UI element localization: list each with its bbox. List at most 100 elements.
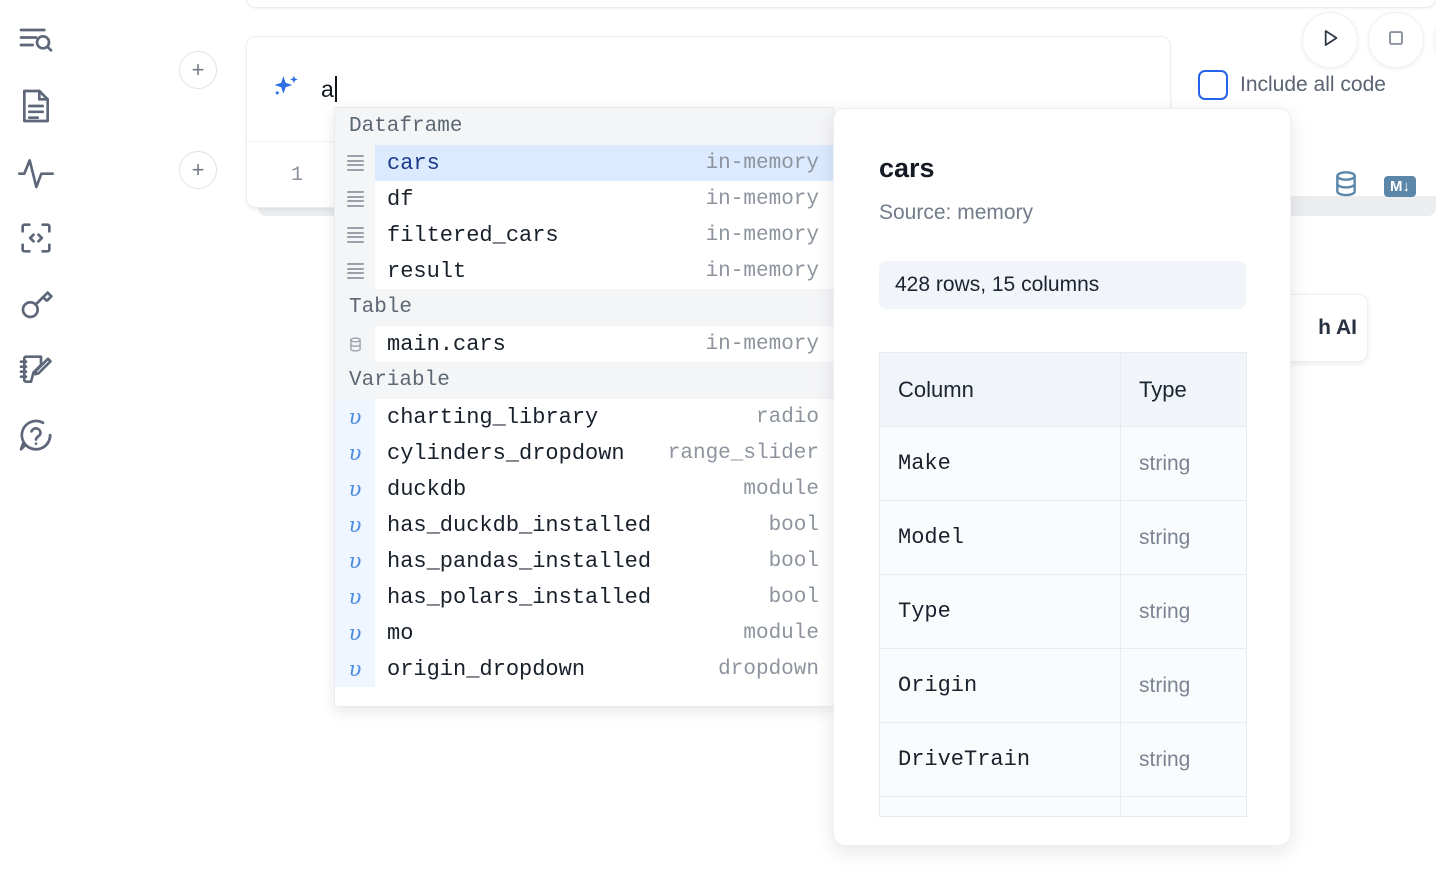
dataframe-icon xyxy=(335,253,375,289)
autocomplete-item-type: in-memory xyxy=(705,223,819,247)
autocomplete-item-main-cars[interactable]: main.cars in-memory xyxy=(335,326,833,362)
autocomplete-item-df[interactable]: df in-memory xyxy=(335,181,833,217)
line-number: 1 xyxy=(290,164,303,187)
sidebar-item-activity[interactable] xyxy=(12,148,60,196)
autocomplete-item-label: df xyxy=(387,186,414,212)
include-all-code-checkbox[interactable] xyxy=(1198,70,1228,100)
preview-title: cars xyxy=(879,153,935,183)
cell-column-name: Origin xyxy=(879,648,1121,723)
add-cell-below-button[interactable]: + xyxy=(179,151,217,189)
preview-source: Source: memory xyxy=(879,201,1034,224)
cell-column-name: DriveTrain xyxy=(879,722,1121,797)
sidebar-item-document[interactable] xyxy=(12,82,60,130)
autocomplete-item-has-pandas-installed[interactable]: υ has_pandas_installed bool xyxy=(335,543,833,579)
autocomplete-item-type: in-memory xyxy=(705,151,819,175)
ai-prompt-value: a xyxy=(321,75,334,102)
dataframe-icon xyxy=(335,145,375,181)
explore-search-icon xyxy=(16,20,56,60)
autocomplete-item-label: cylinders_dropdown xyxy=(387,440,625,466)
run-cell-button[interactable] xyxy=(1302,12,1358,68)
database-icon[interactable] xyxy=(1330,168,1362,205)
autocomplete-item-label: charting_library xyxy=(387,404,599,430)
table-row: Origin string xyxy=(879,648,1247,723)
variable-icon: υ xyxy=(335,543,375,579)
activity-pulse-icon xyxy=(16,152,56,192)
cell-column-type: string xyxy=(1120,500,1247,575)
plus-icon: + xyxy=(191,157,205,182)
code-brackets-icon xyxy=(16,218,56,258)
autocomplete-item-type: dropdown xyxy=(718,657,819,681)
autocomplete-item-cylinders-dropdown[interactable]: υ cylinders_dropdown range_slider xyxy=(335,435,833,471)
cell-run-controls xyxy=(1302,12,1436,68)
table-database-icon xyxy=(335,326,375,362)
variable-icon: υ xyxy=(335,399,375,435)
cell-column-name xyxy=(879,796,1121,817)
cell-column-type: string xyxy=(1120,722,1247,797)
cell-type-toolbar: M↓ xyxy=(1330,168,1416,205)
sidebar-icon-rail xyxy=(0,0,72,874)
play-icon xyxy=(1317,25,1343,56)
cell-column-name: Model xyxy=(879,500,1121,575)
sidebar-item-help[interactable] xyxy=(12,412,60,460)
cell-column-name: Type xyxy=(879,574,1121,649)
autocomplete-item-has-polars-installed[interactable]: υ has_polars_installed bool xyxy=(335,579,833,615)
previous-cell-edge xyxy=(246,0,1436,8)
dataframe-icon xyxy=(335,181,375,217)
include-all-code-row[interactable]: Include all code xyxy=(1198,70,1386,100)
autocomplete-item-type: radio xyxy=(755,405,819,429)
autocomplete-item-filtered-cars[interactable]: filtered_cars in-memory xyxy=(335,217,833,253)
autocomplete-dropdown[interactable]: Dataframe cars in-memory df in-memory fi… xyxy=(334,107,834,707)
variable-icon: υ xyxy=(335,651,375,687)
stop-cell-button[interactable] xyxy=(1368,12,1424,68)
autocomplete-item-result[interactable]: result in-memory xyxy=(335,253,833,289)
autocomplete-item-label: has_polars_installed xyxy=(387,584,652,610)
column-header-column: Column xyxy=(879,352,1121,427)
autocomplete-item-label: has_pandas_installed xyxy=(387,548,652,574)
help-chat-icon xyxy=(16,416,56,456)
markdown-icon[interactable]: M↓ xyxy=(1384,176,1416,197)
stop-square-icon xyxy=(1383,25,1409,56)
autocomplete-item-mo[interactable]: υ mo module xyxy=(335,615,833,651)
autocomplete-group-header: Variable xyxy=(335,362,833,399)
autocomplete-item-has-duckdb-installed[interactable]: υ has_duckdb_installed bool xyxy=(335,507,833,543)
autocomplete-item-type: bool xyxy=(768,513,819,537)
document-icon xyxy=(16,86,56,126)
sidebar-item-code[interactable] xyxy=(12,214,60,262)
ai-prompt-input[interactable]: a xyxy=(307,37,1172,141)
cell-column-type: string xyxy=(1120,426,1247,501)
code-editor-row[interactable]: 1 xyxy=(247,143,1172,208)
include-all-code-label: Include all code xyxy=(1240,73,1386,96)
table-row: Make string xyxy=(879,426,1247,501)
autocomplete-item-charting-library[interactable]: υ charting_library radio xyxy=(335,399,833,435)
autocomplete-item-type: module xyxy=(743,621,819,645)
table-header-row: Column Type xyxy=(879,352,1247,427)
autocomplete-item-origin-dropdown[interactable]: υ origin_dropdown dropdown xyxy=(335,651,833,687)
sidebar-item-explore-search[interactable] xyxy=(12,16,60,64)
autocomplete-item-type: module xyxy=(743,477,819,501)
table-row: Type string xyxy=(879,574,1247,649)
autocomplete-item-duckdb[interactable]: υ duckdb module xyxy=(335,471,833,507)
autocomplete-item-type: bool xyxy=(768,585,819,609)
autocomplete-group-header: Table xyxy=(335,289,833,326)
cell-column-type: string xyxy=(1120,648,1247,723)
autocomplete-item-label: cars xyxy=(387,150,440,176)
column-header-type: Type xyxy=(1120,352,1247,427)
text-cursor xyxy=(334,76,337,102)
sidebar-item-scratchpad[interactable] xyxy=(12,346,60,394)
sidebar-item-secrets[interactable] xyxy=(12,280,60,328)
autocomplete-item-type: in-memory xyxy=(705,332,819,356)
autocomplete-item-cars[interactable]: cars in-memory xyxy=(335,145,833,181)
table-row-partial xyxy=(879,796,1247,817)
add-cell-above-button[interactable]: + xyxy=(179,51,217,89)
table-row: Model string xyxy=(879,500,1247,575)
autocomplete-item-type: in-memory xyxy=(705,187,819,211)
autocomplete-item-label: main.cars xyxy=(387,331,506,357)
autocomplete-item-type: bool xyxy=(768,549,819,573)
preview-shape-badge: 428 rows, 15 columns xyxy=(879,261,1246,309)
autocomplete-item-label: filtered_cars xyxy=(387,222,559,248)
variable-icon: υ xyxy=(335,435,375,471)
ai-card-label: h AI xyxy=(1318,316,1357,339)
key-icon xyxy=(16,284,56,324)
autocomplete-item-label: mo xyxy=(387,620,414,646)
